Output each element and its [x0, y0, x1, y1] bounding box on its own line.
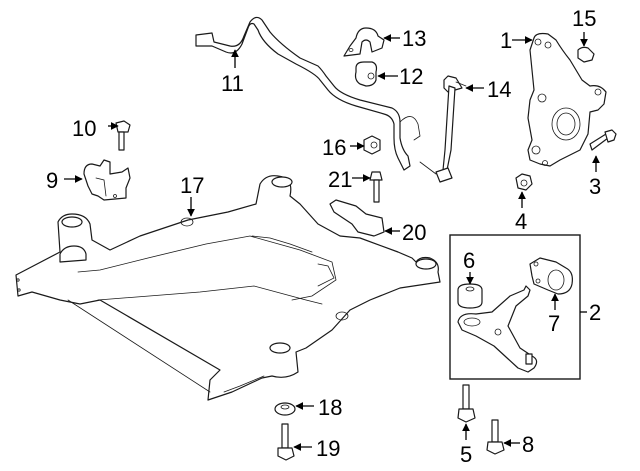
callout-6: 6 — [463, 248, 475, 273]
knuckle-nut[interactable] — [515, 173, 533, 191]
lower-control-arm-assembly[interactable] — [457, 285, 538, 373]
dust-cap[interactable] — [577, 46, 595, 63]
front-subframe[interactable] — [15, 175, 441, 401]
rear-bracket-bolt[interactable] — [369, 171, 383, 203]
callout-8: 8 — [522, 432, 534, 457]
stabilizer-bar-bushing[interactable] — [354, 61, 378, 87]
leader-lines — [64, 32, 600, 451]
rear-mount-bracket[interactable] — [329, 199, 385, 237]
callout-10: 10 — [72, 116, 96, 141]
control-arm-bolt-front[interactable] — [457, 384, 476, 423]
callout-labels: 11 13 12 14 1 15 3 4 16 21 20 10 9 17 18… — [46, 6, 601, 467]
callout-9: 9 — [46, 168, 58, 193]
callout-21: 21 — [328, 167, 352, 192]
callout-11: 11 — [221, 71, 244, 96]
knuckle-bolt[interactable] — [589, 129, 617, 151]
control-arm-bolt-rear[interactable] — [486, 419, 505, 455]
callout-2: 2 — [589, 300, 601, 325]
callout-3: 3 — [589, 174, 601, 199]
callout-18: 18 — [318, 395, 342, 420]
callout-15: 15 — [572, 6, 596, 31]
callout-17: 17 — [180, 173, 204, 198]
callout-5: 5 — [460, 442, 472, 467]
control-arm-assembly-box — [449, 234, 581, 380]
control-arm-front-bushing[interactable] — [457, 283, 483, 309]
bracket-bolt[interactable] — [115, 120, 131, 151]
mount-bracket[interactable] — [83, 159, 131, 201]
callout-13: 13 — [402, 26, 426, 51]
stabilizer-bar[interactable] — [195, 16, 421, 171]
link-nut[interactable] — [363, 135, 381, 155]
subframe-bolt[interactable] — [277, 423, 295, 461]
stabilizer-link[interactable] — [419, 75, 467, 183]
bushing-bracket[interactable] — [343, 27, 385, 57]
callout-4: 4 — [515, 209, 527, 234]
callout-12: 12 — [399, 64, 423, 89]
callout-20: 20 — [402, 220, 426, 245]
steering-knuckle[interactable] — [527, 32, 607, 167]
subframe-washer[interactable] — [274, 402, 296, 416]
callout-19: 19 — [316, 436, 340, 461]
callout-16: 16 — [322, 135, 346, 160]
callout-14: 14 — [487, 77, 511, 102]
callout-7: 7 — [548, 311, 560, 336]
callout-1: 1 — [500, 28, 512, 53]
control-arm-rear-bushing[interactable] — [529, 257, 573, 295]
